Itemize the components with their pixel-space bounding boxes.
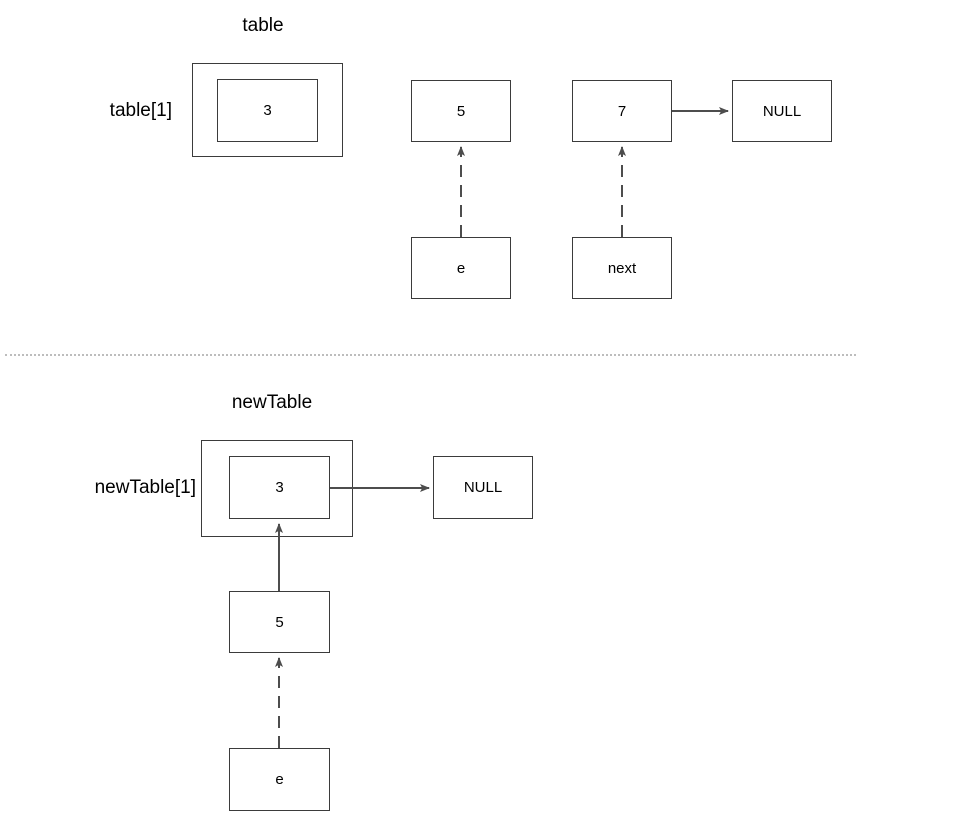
- top-diagram-title: table: [242, 15, 284, 36]
- table-node-7: 7: [572, 80, 672, 142]
- newtable-node-5: 5: [229, 591, 330, 653]
- table-pointer-next: next: [572, 237, 672, 299]
- newtable-bucket-label: newTable[1]: [94, 477, 196, 498]
- table-bucket-label: table[1]: [109, 100, 172, 121]
- table-node-null: NULL: [732, 80, 832, 142]
- newtable-pointer-e: e: [229, 748, 330, 811]
- newtable-node-3: 3: [229, 456, 330, 519]
- panel-divider: [5, 354, 856, 356]
- table-pointer-e: e: [411, 237, 511, 299]
- table-node-3: 3: [217, 79, 318, 142]
- bottom-diagram-title: newTable: [231, 392, 313, 413]
- newtable-node-null: NULL: [433, 456, 533, 519]
- table-node-5: 5: [411, 80, 511, 142]
- table-bucket-container: [192, 63, 343, 157]
